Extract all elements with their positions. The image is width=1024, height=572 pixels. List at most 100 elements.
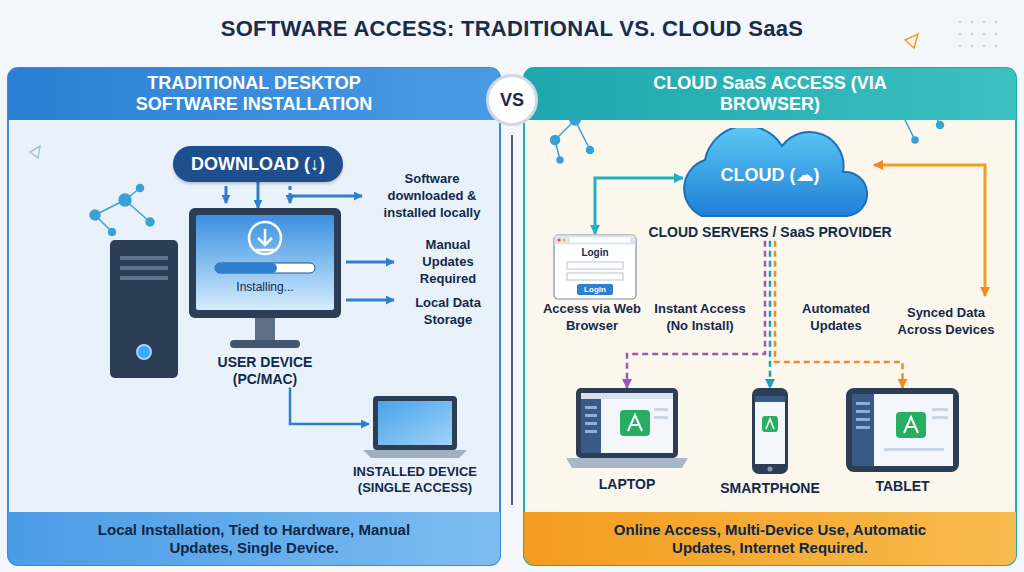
desktop-monitor-art xyxy=(185,208,345,350)
node-label: TABLET xyxy=(840,478,965,495)
download-button: DOWNLOAD (↓) xyxy=(173,146,343,182)
panel-left xyxy=(8,68,500,565)
summary-band: Local Installation, Tied to Hardware, Ma… xyxy=(8,512,500,565)
tablet-device: TABLET xyxy=(840,388,965,495)
screen-text: Installing... xyxy=(185,280,345,294)
browser-login-window-art-part xyxy=(570,238,630,243)
laptop-device-art-part xyxy=(654,408,668,411)
smartphone-device-art-part xyxy=(766,419,774,429)
connector-arrow xyxy=(257,182,260,208)
laptop-device-art-part xyxy=(566,458,688,468)
laptop-device-art-part xyxy=(585,430,597,433)
triangle-decoration-part xyxy=(905,34,918,48)
laptop-device-art-part xyxy=(654,416,668,419)
node-label: SMARTPHONE xyxy=(715,480,825,497)
browser-login-window-art-part xyxy=(562,238,565,241)
panel-right-part xyxy=(524,68,1016,565)
pc-tower-part xyxy=(120,256,168,260)
desktop-monitor-art-part xyxy=(249,222,281,254)
installed-laptop-art-part xyxy=(373,396,457,450)
dot-grid-part xyxy=(994,32,997,35)
smartphone-device-art-part xyxy=(762,416,778,432)
smartphone-device-art-part xyxy=(755,396,785,402)
desktop-monitor: Installing... USER DEVICE (PC/MAC) xyxy=(185,208,345,388)
network-decoration-part xyxy=(587,147,594,154)
smartphone-device-art-part xyxy=(755,396,785,464)
desktop-monitor-art-part xyxy=(255,318,275,342)
node-label: CLOUD SaaS ACCESS (VIA BROWSER) xyxy=(615,73,925,114)
smartphone-device-art xyxy=(715,388,825,476)
callout-label: Automated Updates xyxy=(795,301,877,335)
tablet-device-art-part xyxy=(932,416,948,419)
tablet-device-art xyxy=(840,388,965,474)
browser-login-window-art-part xyxy=(557,238,560,241)
connector-arrow xyxy=(775,241,903,388)
download-arrows-part xyxy=(225,186,228,203)
summary-band: Online Access, Multi-Device Use, Automat… xyxy=(524,512,1016,565)
panel-right xyxy=(524,68,1016,565)
installed-laptop-art xyxy=(345,396,485,460)
screen-text: Login xyxy=(553,247,637,259)
dot-grid-part xyxy=(958,44,961,47)
desktop-monitor-art-part xyxy=(189,208,341,318)
diagram-title: SOFTWARE ACCESS: TRADITIONAL VS. CLOUD S… xyxy=(0,16,1024,42)
tablet-device-art-part xyxy=(856,402,870,405)
leader-arrows-part xyxy=(346,261,394,264)
cloud-server: CLOUD (☁) CLOUD SERVERS / SaaS PROVIDER xyxy=(645,128,895,241)
laptop-device: LAPTOP xyxy=(562,388,692,493)
callout-label: Synced Data Across Devices xyxy=(884,305,1008,339)
network-decoration-part xyxy=(146,218,154,226)
tablet-device-art-part xyxy=(856,426,870,429)
laptop-device-art-part xyxy=(581,399,601,453)
laptop-device-art-part xyxy=(620,410,650,436)
network-decoration-part xyxy=(137,185,144,192)
dot-grid-part xyxy=(982,44,985,47)
dot-grid-part xyxy=(970,32,973,35)
dot-grid xyxy=(958,20,997,47)
laptop-device-art-part xyxy=(628,415,642,431)
connector-arrow xyxy=(290,388,369,424)
browser-login-window: LoginLogin xyxy=(553,234,637,300)
pc-tower-part xyxy=(120,266,168,270)
screen-text: Login xyxy=(553,285,637,295)
pc-tower xyxy=(110,240,178,378)
callout-label: Access via Web Browser xyxy=(542,301,642,335)
node-label: INSTALLED DEVICE (SINGLE ACCESS) xyxy=(345,464,485,495)
connector-arrow xyxy=(769,241,772,388)
connector-arrow xyxy=(627,241,765,388)
browser-login-window-art-part xyxy=(555,236,636,245)
callout-label: Local Data Storage xyxy=(399,295,497,329)
tablet-device-art-part xyxy=(904,417,918,433)
leader-arrows xyxy=(346,262,394,300)
node-label: USER DEVICE (PC/MAC) xyxy=(185,354,345,388)
dot-grid-part xyxy=(994,44,997,47)
browser-login-window-art-part xyxy=(567,262,623,269)
divider-line xyxy=(512,135,513,505)
node-label: Local Installation, Tied to Hardware, Ma… xyxy=(74,521,434,557)
leader-arrows-part xyxy=(346,299,394,302)
installed-laptop: INSTALLED DEVICE (SINGLE ACCESS) xyxy=(345,396,485,495)
tablet-device-art-part xyxy=(846,388,959,472)
laptop-device-art-part xyxy=(585,422,597,425)
panel-header: TRADITIONAL DESKTOP SOFTWARE INSTALLATIO… xyxy=(8,68,500,120)
panel-left-part xyxy=(8,68,500,565)
dot-grid-part xyxy=(970,44,973,47)
installed-laptop-art-part xyxy=(378,401,452,445)
dot-grid-part xyxy=(958,32,961,35)
tablet-device-art-part xyxy=(932,408,948,411)
divider-line-part xyxy=(511,135,513,505)
dot-grid-part xyxy=(994,20,997,23)
node-label: LAPTOP xyxy=(562,476,692,493)
network-decoration-part xyxy=(551,136,560,145)
node-label: CLOUD SERVERS / SaaS PROVIDER xyxy=(645,224,895,241)
callout-label: Instant Access (No Install) xyxy=(646,301,754,335)
smartphone-device-art-part xyxy=(752,388,788,474)
smartphone-device: SMARTPHONE xyxy=(715,388,825,497)
desktop-monitor-art-part xyxy=(230,340,300,348)
dot-grid-part xyxy=(982,32,985,35)
network-decoration-part xyxy=(557,157,563,163)
screen-text: CLOUD (☁) xyxy=(645,164,895,186)
download-arrows xyxy=(226,186,362,203)
